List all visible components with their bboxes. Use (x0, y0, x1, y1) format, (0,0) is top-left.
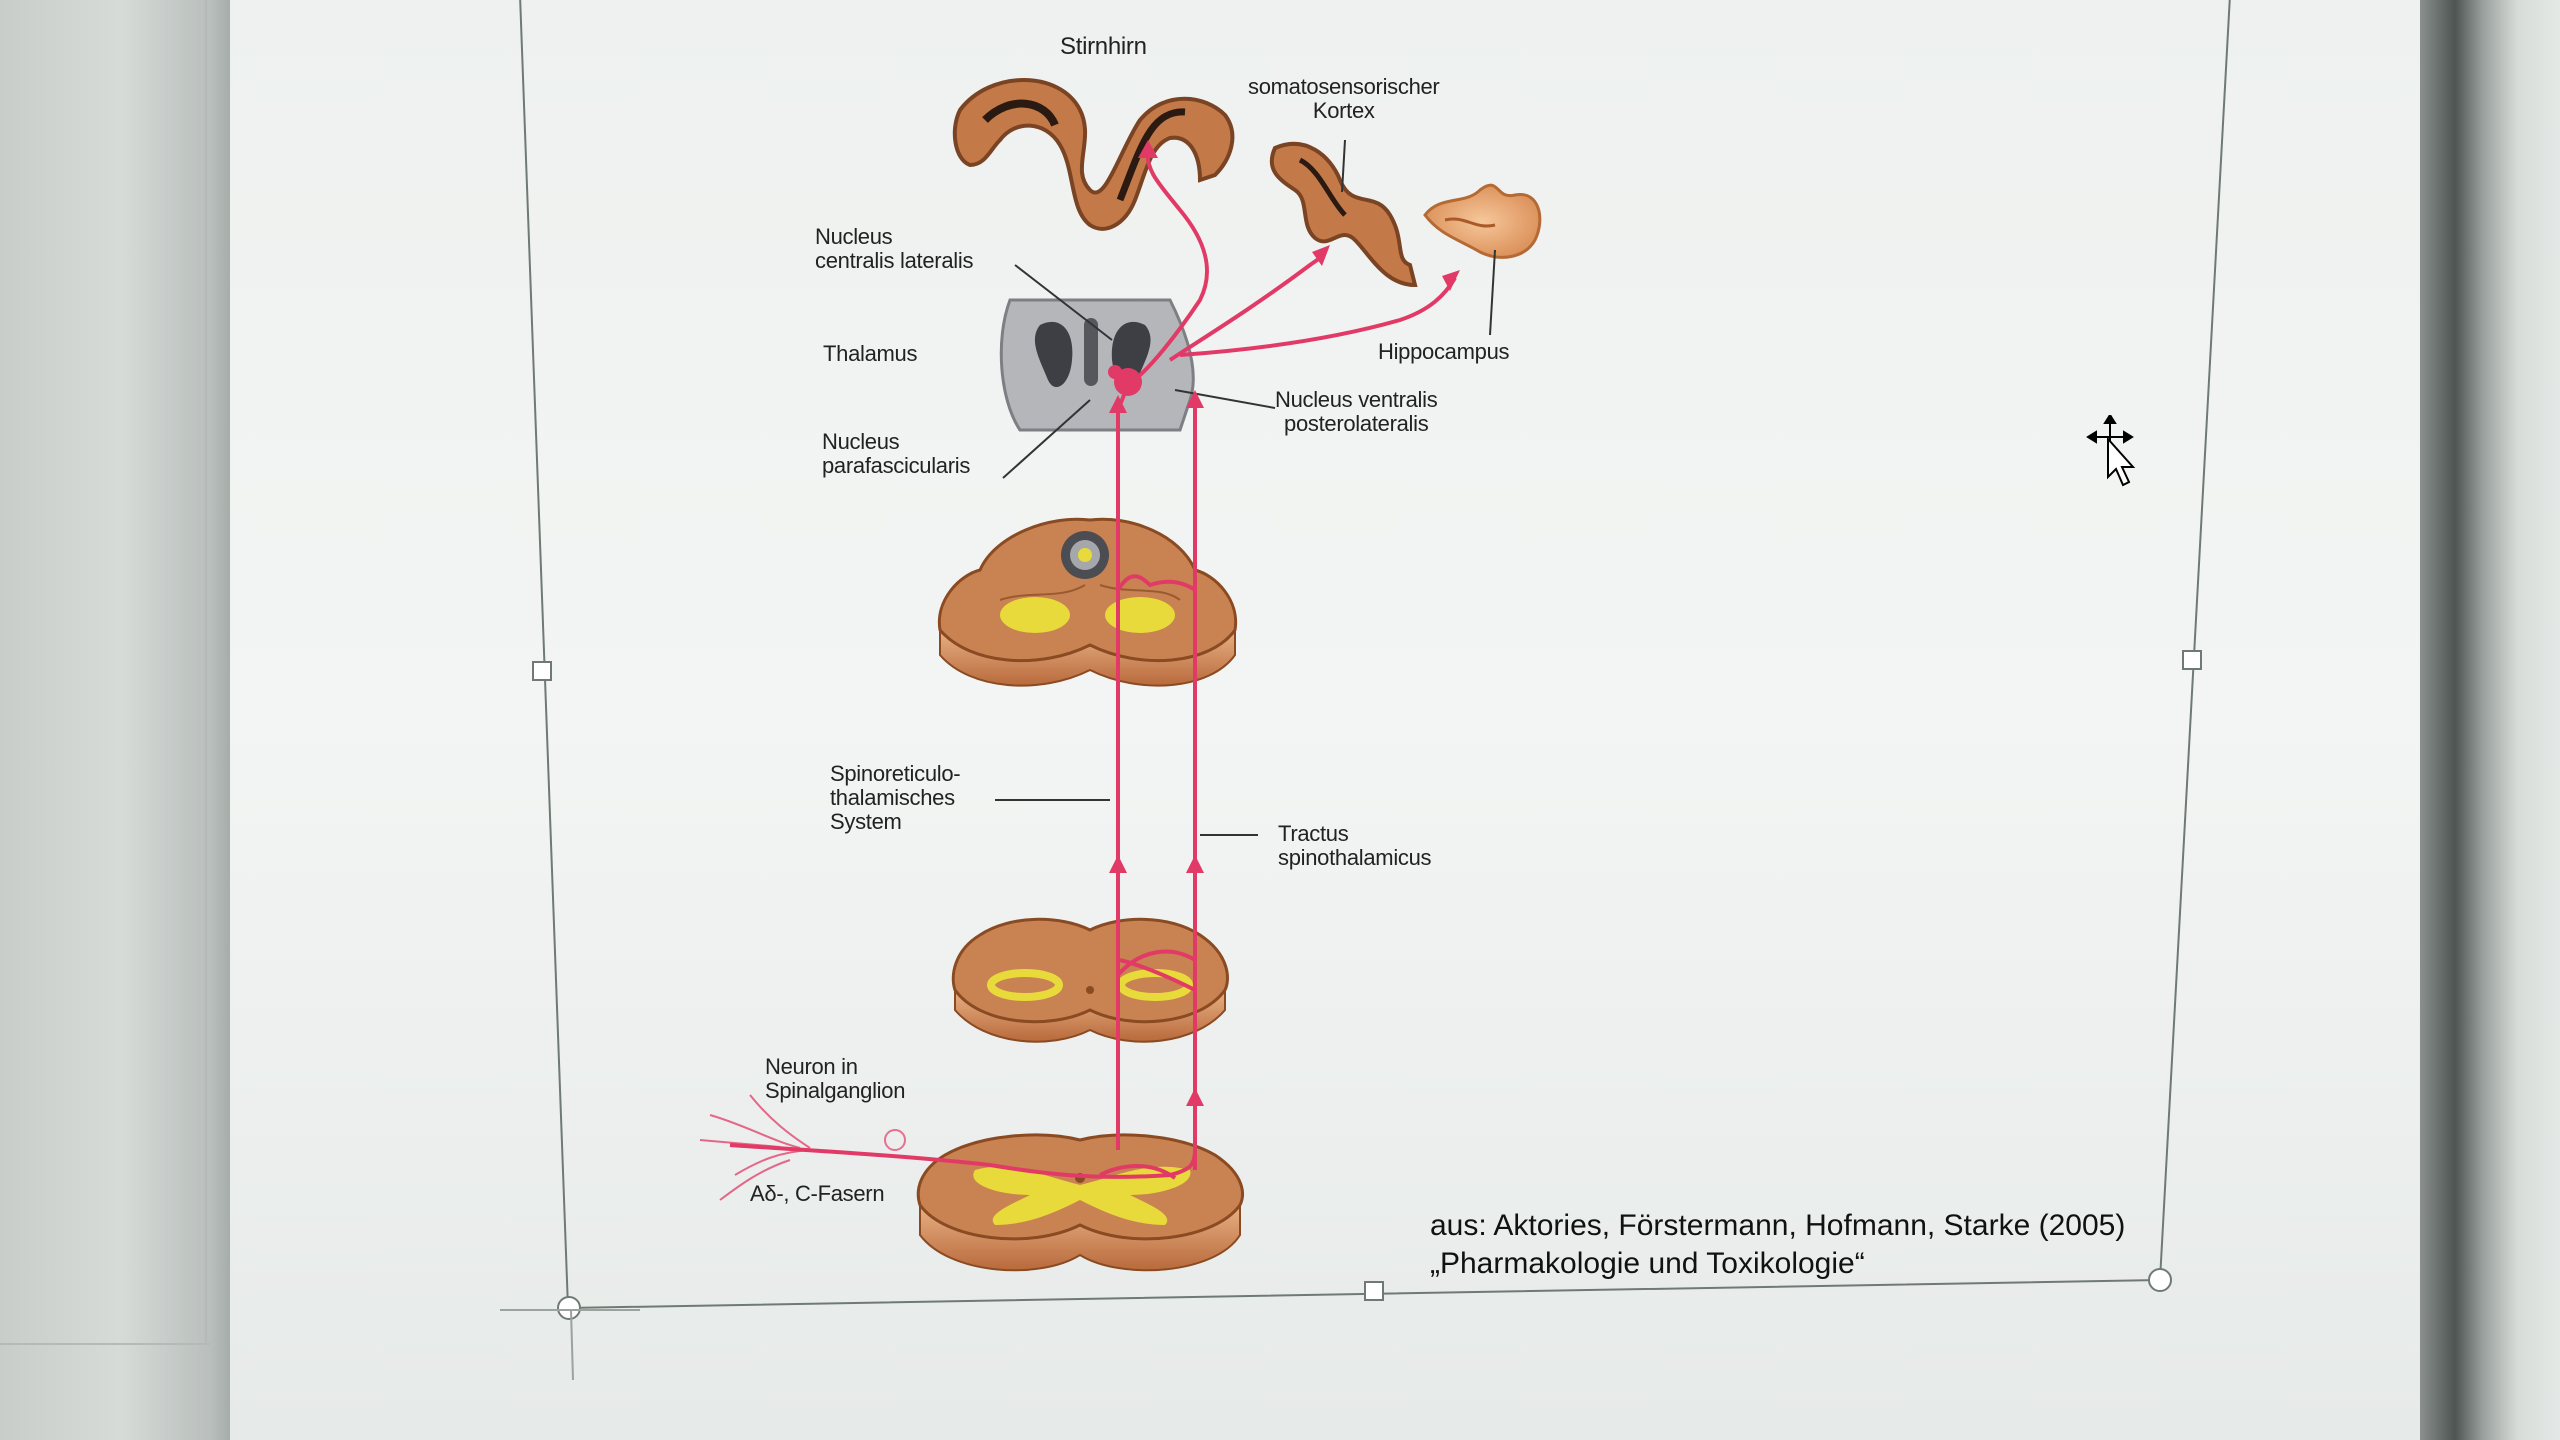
label-tractus-spinothalamicus: Tractus spinothalamicus (1278, 821, 1432, 870)
resize-handle-right[interactable] (2182, 650, 2202, 670)
resize-handle-bottom-left[interactable] (557, 1296, 581, 1320)
caption-line-2: „Pharmakologie und Toxikologie“ (1430, 1247, 1865, 1280)
spinal-cord-section-middle (951, 917, 1229, 1043)
somatosensory-cortex-drawing (1269, 139, 1418, 288)
caption-line-1: aus: Aktories, Förstermann, Hofmann, Sta… (1430, 1209, 2126, 1242)
brainstem-section-drawing (937, 517, 1238, 687)
thalamus-drawing (999, 264, 1276, 479)
hippocampus-drawing (1423, 183, 1542, 336)
frontal-cortex-drawing (952, 78, 1235, 231)
resize-handle-bottom-right[interactable] (2148, 1268, 2172, 1292)
label-stirnhirn: Stirnhirn (1060, 33, 1147, 60)
label-somatosensory-cortex: somatosensorischer Kortex (1248, 74, 1440, 123)
label-nucleus-parafascicularis: Nucleus parafascicularis (822, 429, 971, 478)
resize-handle-left[interactable] (532, 661, 552, 681)
monitor-bezel-right (2420, 0, 2560, 1440)
spinal-cord-section-lower (916, 1133, 1244, 1272)
resize-handle-bottom[interactable] (1364, 1281, 1384, 1301)
pathway-arrowheads (1109, 140, 1460, 1106)
label-hippocampus: Hippocampus (1378, 339, 1510, 364)
left-panel-border-bottom (0, 1343, 210, 1345)
image-selection-frame[interactable] (500, 0, 2231, 1381)
left-panel-border (205, 0, 207, 1345)
label-fibers: Aδ-, C-Fasern (750, 1181, 885, 1206)
afferent-fiber (729, 1143, 1197, 1179)
move-cursor-icon (2086, 415, 2136, 487)
figure-caption: aus: Aktories, Förstermann, Hofmann, Sta… (1430, 1207, 2125, 1283)
leader-lines (995, 799, 1258, 836)
label-spinoreticulothalamic-system: Spinoreticulo- thalamisches System (830, 761, 961, 834)
label-neuron-spinalganglion: Neuron in Spinalganglion (765, 1054, 906, 1103)
label-thalamus: Thalamus (823, 341, 918, 366)
label-nucleus-centralis-lateralis: Nucleus centralis lateralis (815, 224, 974, 273)
label-nucleus-ventralis-posterolateralis: Nucleus ventralis posterolateralis (1275, 387, 1438, 436)
